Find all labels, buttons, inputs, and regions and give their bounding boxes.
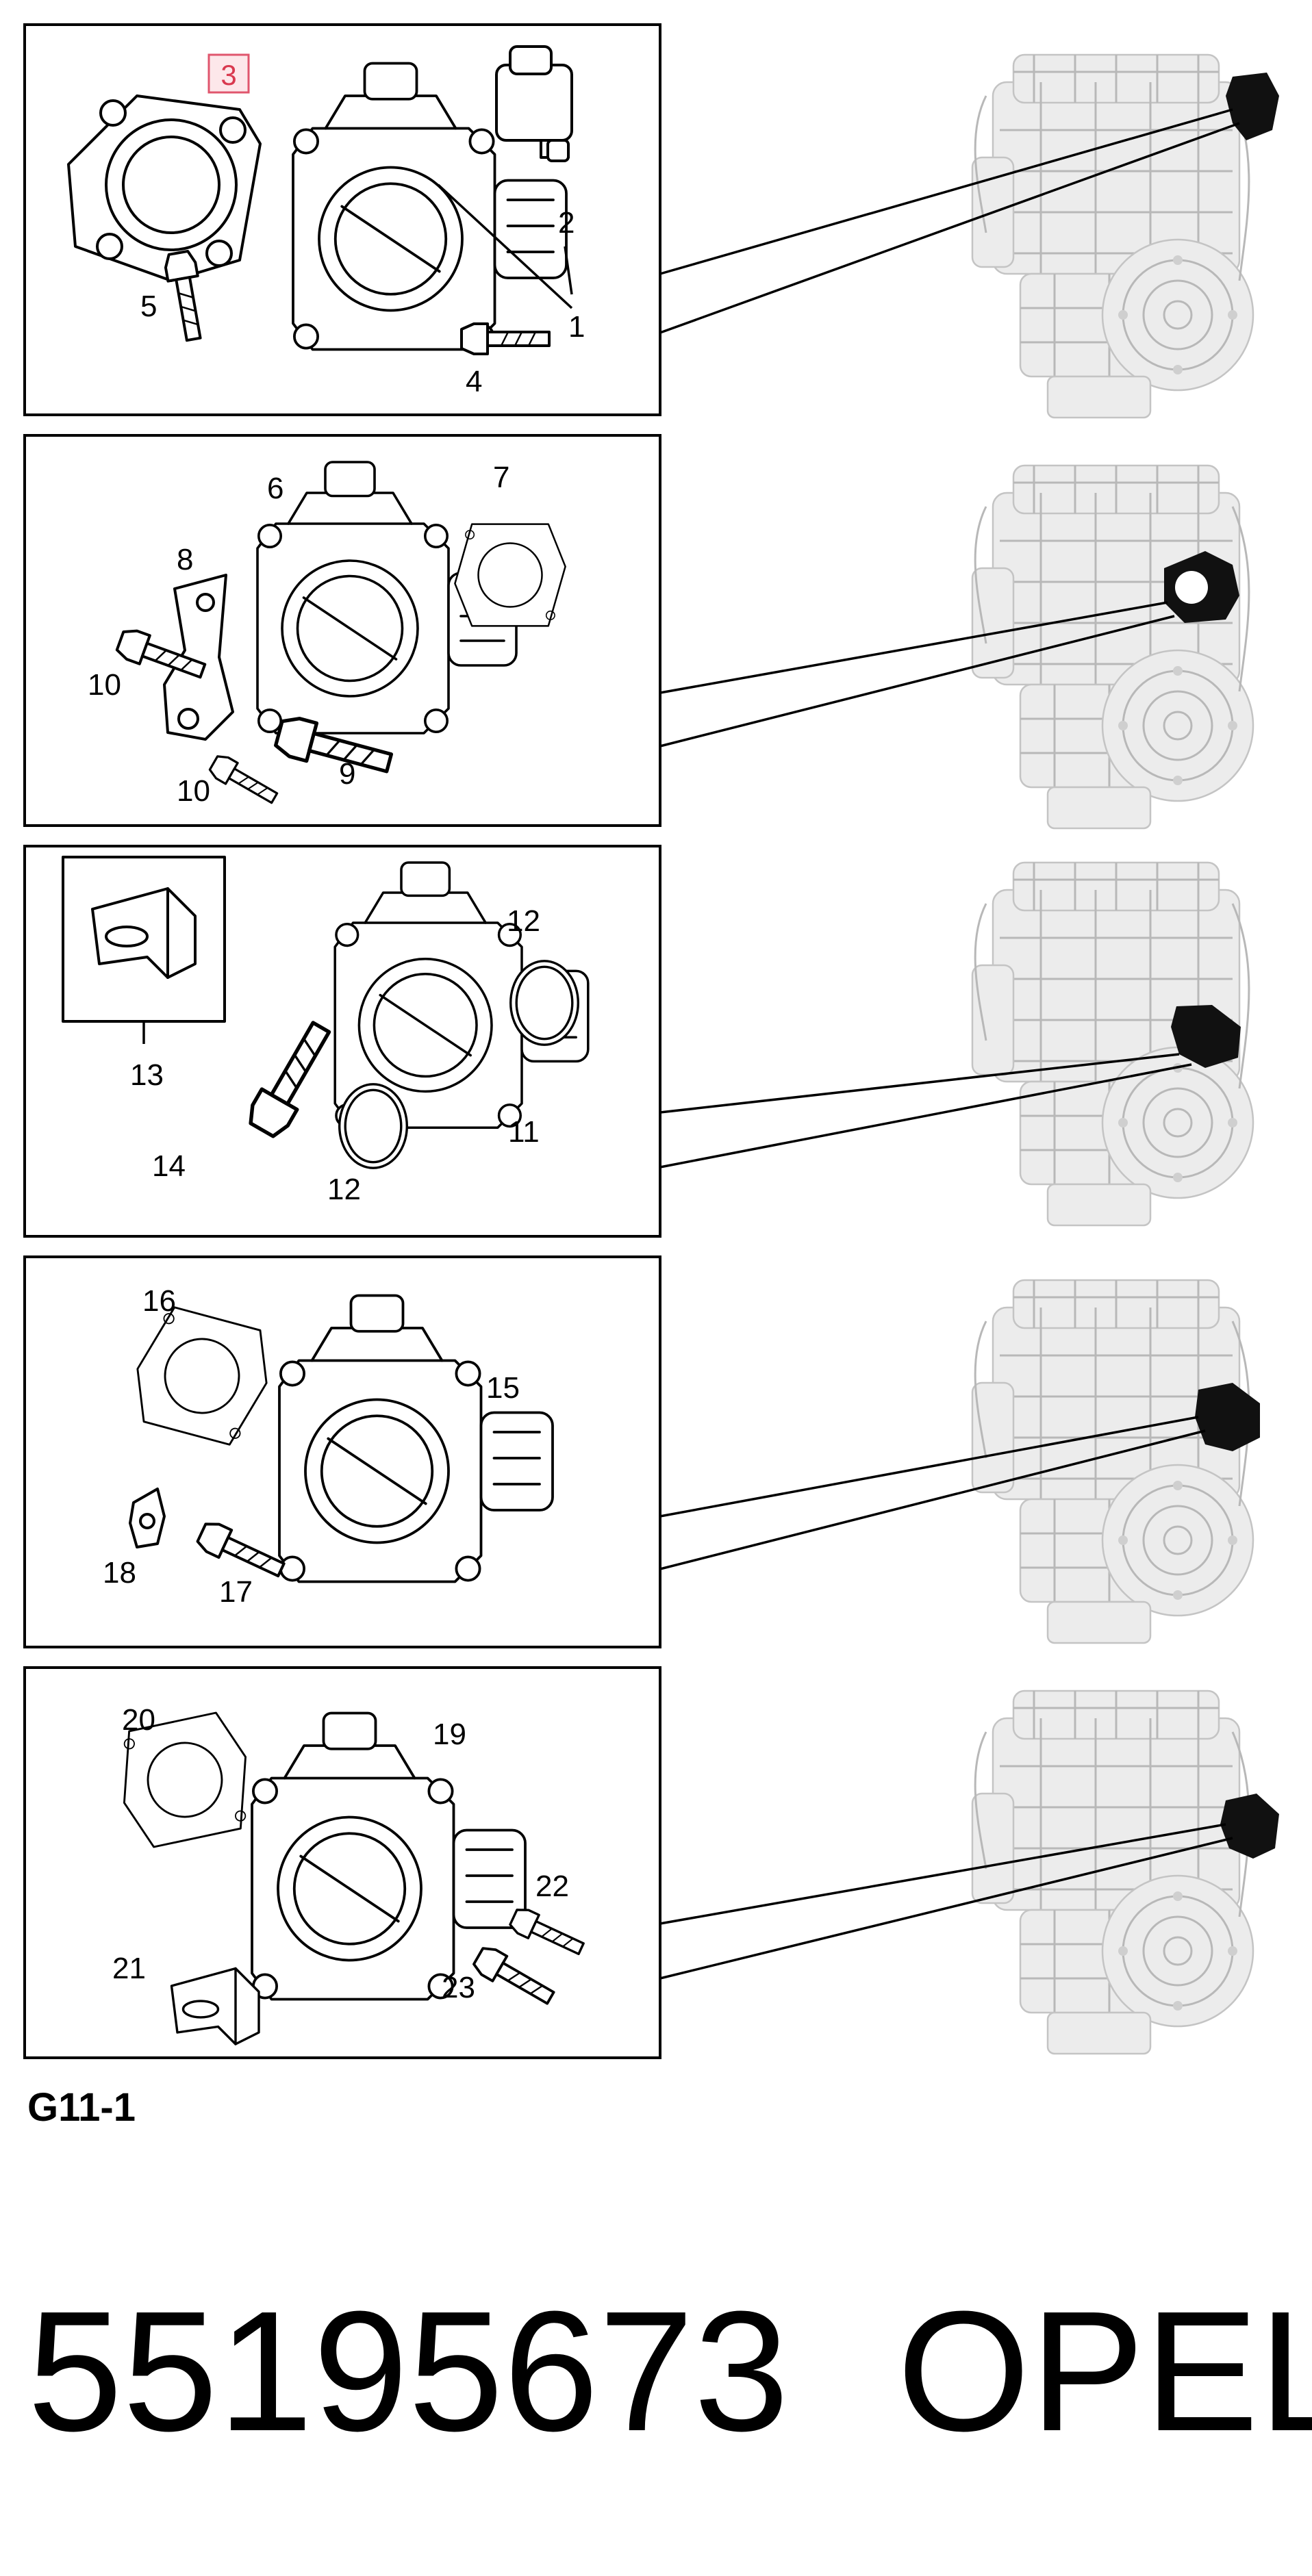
panel-2: 6 7 8 10 10 9: [23, 434, 1254, 830]
callout-label: 16: [142, 1284, 176, 1318]
callout-label: 4: [466, 365, 482, 398]
engine-illustration: [971, 53, 1254, 419]
callout-label: 12: [327, 1173, 361, 1206]
callout-label: 10: [177, 774, 210, 808]
callout-label: 18: [103, 1556, 136, 1590]
callout-label: 1: [568, 310, 585, 344]
callout-label: 11: [508, 1115, 540, 1149]
o-ring: [509, 960, 579, 1046]
callout-label: 10: [88, 668, 121, 702]
o-ring: [338, 1083, 408, 1169]
callout-label: 17: [219, 1575, 253, 1609]
callout-label: 7: [493, 461, 509, 494]
callout-label: 9: [339, 757, 355, 791]
engine-illustration: [971, 464, 1254, 830]
callout-label: 5: [140, 290, 157, 323]
flange-adapter: [67, 94, 262, 282]
callout-label: 21: [112, 1952, 146, 1985]
catalog-code: G11-1: [27, 2085, 136, 2130]
engine-illustration: [971, 1279, 1254, 1644]
callout-label: 15: [486, 1371, 520, 1405]
component-location-highlight: [1164, 551, 1239, 623]
callout-label: 6: [267, 472, 283, 505]
callout-label: 22: [535, 1870, 569, 1903]
brand-name: OPEL: [897, 2275, 1312, 2466]
gasket: [454, 523, 566, 627]
panel-4: 16 15 18 17: [23, 1255, 1260, 1648]
bracket: [129, 1488, 166, 1548]
component-location-highlight: [1220, 1794, 1279, 1859]
panel-5: 20 19 22 21 23: [23, 1666, 1279, 2059]
callout-label: 8: [177, 543, 193, 576]
engine-illustration: [971, 1689, 1254, 2055]
callout-label: 3: [220, 59, 236, 91]
callout-label: 13: [130, 1058, 164, 1092]
solenoid-valve: [495, 45, 573, 162]
callout-label: 12: [507, 904, 540, 938]
selected-item-box[interactable]: [207, 53, 250, 94]
panel-3: 12 13 14 12 11: [23, 845, 1254, 1238]
callout-label: 23: [442, 1971, 475, 2004]
part-number: 55195673: [27, 2275, 789, 2466]
component-location-highlight: [1195, 1383, 1260, 1451]
callout-label: 14: [152, 1149, 186, 1183]
callout-label: 19: [433, 1718, 466, 1751]
panel-1: 3 5 2 1 4: [23, 23, 1279, 419]
component-location-highlight: [1171, 1005, 1241, 1068]
callout-label: 2: [558, 206, 575, 240]
callout-label: 20: [122, 1703, 155, 1737]
